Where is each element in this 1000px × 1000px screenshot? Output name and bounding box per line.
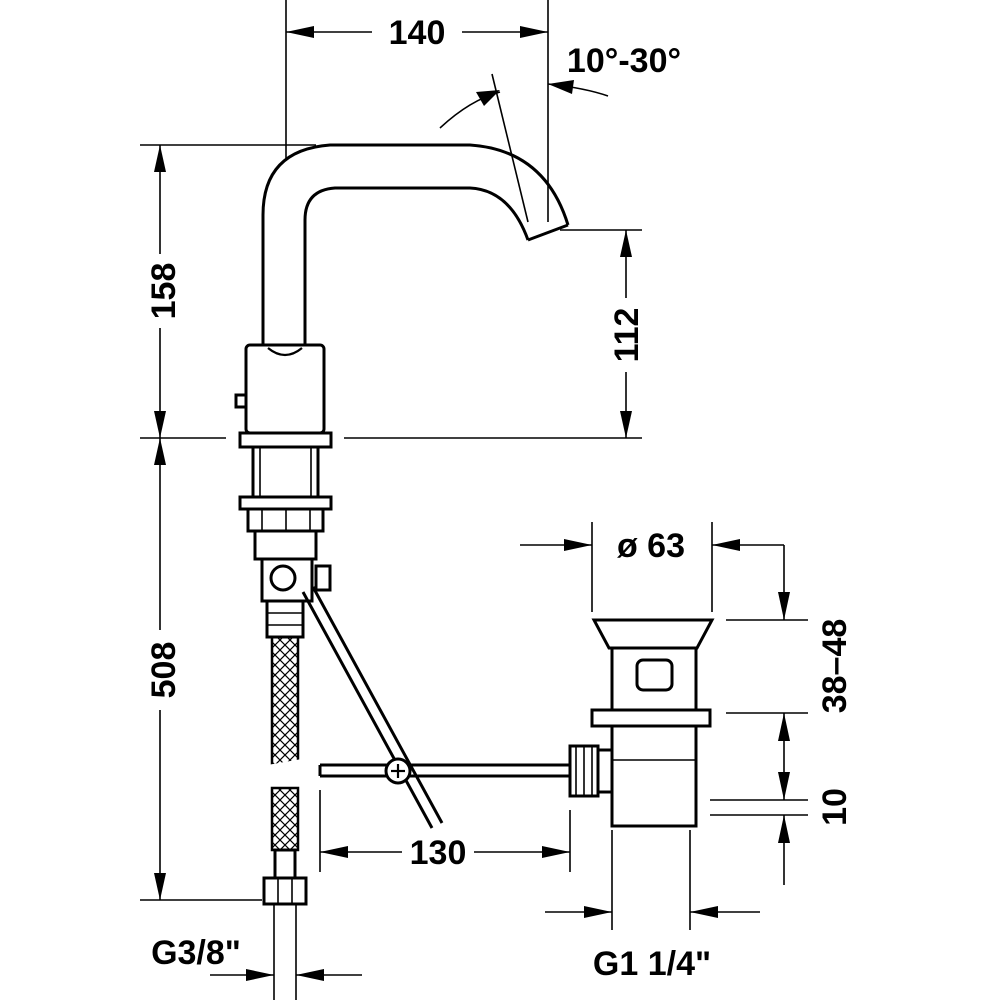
waste-thickness-label: 38–48 bbox=[816, 619, 854, 714]
dimension-labels: 140 10°-30° 158 112 508 ø 63 38–48 10 13… bbox=[145, 14, 854, 983]
tap-body bbox=[234, 343, 333, 603]
connection-hose bbox=[260, 599, 310, 1000]
inlet-thread-label: G3/8" bbox=[151, 934, 241, 972]
waste-offset-label: 10 bbox=[816, 788, 854, 826]
pop-up-rod bbox=[301, 586, 570, 829]
tap-height-label: 158 bbox=[145, 263, 183, 320]
dimension-lines bbox=[154, 26, 790, 981]
extension-lines bbox=[140, 0, 808, 930]
spout-angle-label: 10°-30° bbox=[567, 42, 681, 80]
spout-reach-label: 140 bbox=[389, 14, 446, 52]
hose-length-label: 508 bbox=[145, 642, 183, 699]
waste-diameter-label: ø 63 bbox=[617, 527, 685, 565]
rod-length-label: 130 bbox=[410, 834, 467, 872]
spout-clearance-label: 112 bbox=[608, 308, 646, 363]
waste-thread-label: G1 1/4" bbox=[593, 945, 711, 983]
waste-valve bbox=[568, 618, 715, 828]
tap-spout bbox=[261, 143, 570, 345]
